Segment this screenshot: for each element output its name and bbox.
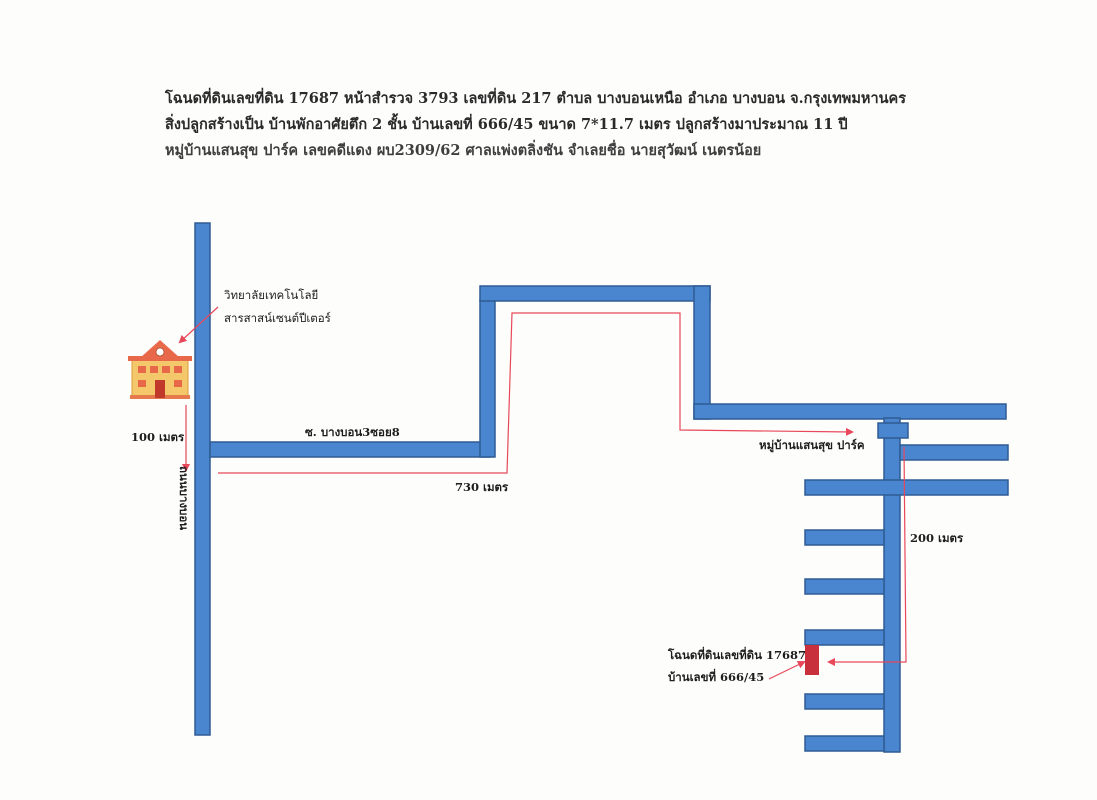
soi-road-up [479, 299, 496, 458]
plot-pointer-arrow [768, 661, 806, 680]
branch-left-1 [804, 529, 885, 546]
branch-left-5 [804, 735, 885, 752]
village-gate [877, 422, 909, 439]
soi-road-label: ซ. บางบอน3ซอย8 [305, 425, 400, 439]
header-line-3: หมู่บ้านแสนสุข ปาร์ค เลขคดีแดง ผบ2309/62… [165, 142, 762, 159]
branch-left-3 [804, 629, 885, 646]
header-line-2: สิ่งปลูกสร้างเป็น บ้านพักอาศัยตึก 2 ชั้น… [165, 116, 848, 133]
branch-right-1 [899, 444, 1009, 461]
branch-left-4 [804, 693, 885, 710]
land-plot-marker [805, 645, 819, 675]
college-pointer-arrow [178, 306, 219, 344]
village-distance-label: 200 เมตร [910, 531, 964, 545]
college-distance-label: 100 เมตร [131, 430, 185, 444]
header-line-1: โฉนดที่ดินเลขที่ดิน 17687 หน้าสำรวจ 3793… [165, 90, 907, 107]
plot-deed-label: โฉนดที่ดินเลขที่ดิน 17687 [667, 646, 806, 662]
village-label: หมู่บ้านแสนสุข ปาร์ค [759, 438, 865, 453]
soi-road-down [693, 285, 711, 420]
route-lines [178, 306, 907, 680]
college-name-line-2: สารสาสน์เซนต์ปีเตอร์ [224, 311, 331, 325]
village-road [693, 403, 1007, 420]
header: โฉนดที่ดินเลขที่ดิน 17687 หน้าสำรวจ 3793… [165, 86, 906, 164]
soi-road [209, 441, 491, 458]
branch-wide [804, 479, 1009, 496]
roads [194, 222, 1009, 753]
branch-left-2 [804, 578, 885, 595]
soi-route-line [218, 312, 854, 474]
main-road-label: ถนนบางบอน [177, 466, 191, 530]
school-building-icon [128, 340, 192, 399]
college-name-line-1: วิทยาลัยเทคโนโลยี [223, 288, 318, 302]
soi-distance-label: 730 เมตร [455, 480, 509, 494]
soi-road-top [479, 285, 711, 302]
village-spine [883, 417, 901, 753]
plot-house-label: บ้านเลขที่ 666/45 [668, 668, 764, 684]
main-road [194, 222, 211, 736]
village-route-line [827, 446, 907, 666]
